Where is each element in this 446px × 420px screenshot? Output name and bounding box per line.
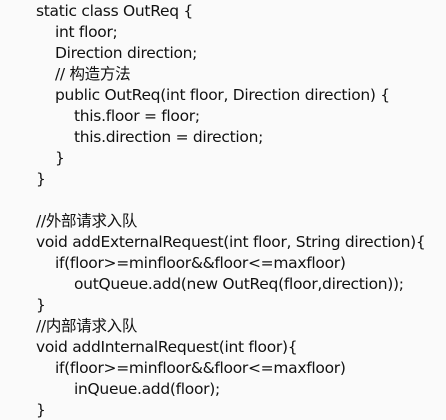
code-line-blank: [36, 190, 446, 211]
code-line-internal-signature: void addInternalRequest(int floor){: [36, 338, 298, 356]
code-line-constructor-close: }: [55, 149, 65, 167]
code-line-external-comment: //外部请求入队: [36, 212, 138, 230]
code-line-internal-close: }: [36, 401, 46, 419]
code-line-field-floor: int floor;: [55, 23, 118, 41]
code-line-internal-enqueue: inQueue.add(floor);: [74, 380, 220, 398]
code-line-constructor-comment: // 构造方法: [55, 65, 131, 83]
code-line-external-signature: void addExternalRequest(int floor, Strin…: [36, 233, 426, 251]
code-line-field-direction: Direction direction;: [55, 44, 198, 62]
code-line-constructor-signature: public OutReq(int floor, Direction direc…: [55, 86, 390, 104]
code-line-internal-condition: if(floor>=minfloor&&floor<=maxfloor): [55, 359, 346, 377]
code-line-internal-comment: //内部请求入队: [36, 317, 138, 335]
code-line-external-enqueue: outQueue.add(new OutReq(floor,direction)…: [74, 275, 404, 293]
code-line-assign-direction: this.direction = direction;: [74, 128, 264, 146]
code-line-external-condition: if(floor>=minfloor&&floor<=maxfloor): [55, 254, 346, 272]
code-line-class-declaration: static class OutReq {: [36, 2, 193, 20]
code-line-class-close: }: [36, 170, 46, 188]
code-line-assign-floor: this.floor = floor;: [74, 107, 200, 125]
code-line-external-close: }: [36, 296, 46, 314]
